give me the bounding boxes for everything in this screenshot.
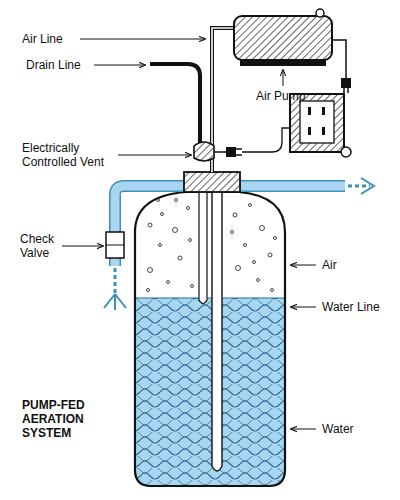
leader-arrow [118, 155, 191, 156]
drain-line [150, 64, 200, 143]
diagram-title: PUMP-FED AERATION SYSTEM [22, 398, 134, 440]
inlet-pipe [104, 186, 190, 310]
callout-label: Air Line [22, 32, 63, 46]
water-fill [130, 298, 290, 493]
tank-outline [135, 192, 285, 486]
tank-head [184, 172, 240, 192]
leader-arrow [80, 39, 205, 40]
callout-label: Water Line [322, 300, 380, 314]
callout-label: Air [322, 258, 337, 272]
electrical-outlet [242, 94, 351, 157]
air-tube [199, 192, 207, 304]
callout-label: Electrically Controlled Vent [22, 141, 118, 169]
check-valve-mark [106, 245, 124, 246]
check-valve [106, 232, 124, 258]
leader-arrow [62, 246, 103, 247]
tank-contents [130, 188, 290, 493]
leader-line [94, 65, 145, 66]
leader-arrow [283, 70, 284, 86]
leader-arrow [291, 307, 316, 308]
callout-label: Drain Line [26, 58, 81, 72]
dip-tube [212, 192, 222, 471]
outlet-pipe [238, 178, 374, 194]
callout-label: Check Valve [20, 232, 60, 260]
leader-arrow [291, 429, 316, 430]
vent-valve [194, 142, 242, 161]
air-pump [234, 9, 351, 93]
leader-arrows [62, 39, 316, 429]
callout-label: Water [322, 422, 354, 436]
callout-label: Air Pump [256, 89, 305, 103]
leader-arrow [291, 265, 316, 266]
